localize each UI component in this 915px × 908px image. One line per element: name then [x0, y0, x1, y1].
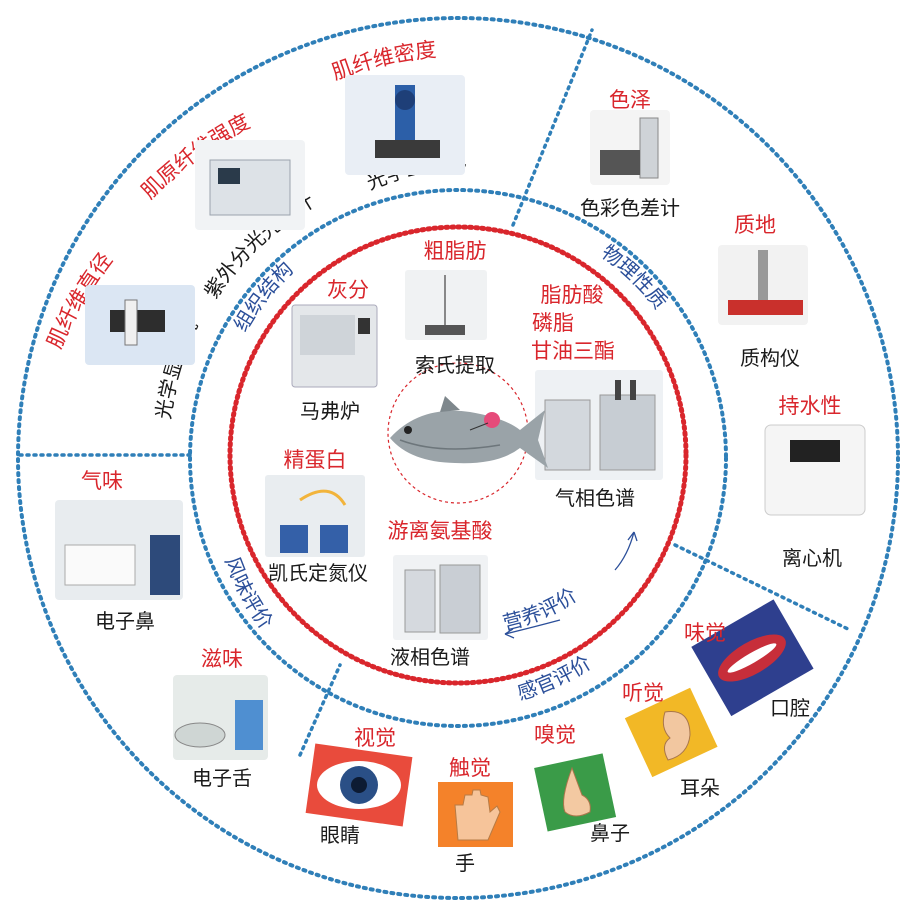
electronic-tongue-picture: [173, 675, 268, 760]
instrument-electronic-nose: 电子鼻: [95, 609, 155, 633]
instrument-texture-analyzer: 质构仪: [740, 346, 800, 370]
organ-hand: 手: [455, 851, 475, 875]
section-label-physical: 物理性质: [597, 240, 672, 314]
hand-icon: [438, 782, 513, 847]
centrifuge-picture: [764, 424, 866, 516]
organ-nose: 鼻子: [590, 821, 630, 845]
liquid-chromatograph-picture: [393, 555, 488, 640]
instrument-centrifuge: 离心机: [782, 546, 842, 570]
organ-ear: 耳朵: [680, 776, 720, 800]
label-gustation: 味觉: [684, 621, 726, 645]
instrument-gas-chromatograph: 气相色谱: [555, 486, 635, 510]
muffle-furnace-picture: [291, 304, 378, 388]
fish-icon: [390, 396, 548, 468]
outer-ring: [16, 16, 900, 900]
label-phospholipid: 磷脂: [532, 311, 574, 335]
texture-analyzer-picture: [718, 245, 808, 325]
section-dividers: [18, 28, 852, 757]
label-hearing: 听觉: [622, 681, 664, 705]
electronic-nose-picture: [55, 500, 183, 600]
gas-chromatograph-picture: [535, 370, 663, 480]
organ-mouth: 口腔: [770, 696, 810, 720]
microscope-picture-2: [85, 285, 195, 365]
instrument-muffle-furnace: 马弗炉: [300, 399, 360, 423]
label-vision: 视觉: [354, 726, 396, 750]
inner-ring: [227, 224, 689, 686]
section-label-nutrition: 营养评价: [500, 583, 581, 635]
label-crude-fat: 粗脂肪: [424, 239, 487, 263]
label-touch: 触觉: [449, 756, 491, 780]
label-texture: 质地: [734, 213, 776, 237]
eye-icon: [305, 743, 413, 827]
instrument-electronic-tongue: 电子舌: [192, 766, 252, 790]
organ-eye: 眼睛: [320, 823, 360, 847]
instrument-soxhlet: 索氏提取: [415, 353, 495, 377]
kjeldahl-picture: [265, 475, 365, 557]
label-fatty-acid: 脂肪酸: [541, 283, 604, 307]
instrument-kjeldahl: 凯氏定氮仪: [268, 561, 368, 585]
label-ash: 灰分: [327, 278, 369, 302]
middle-ring: [188, 188, 728, 728]
instrument-colorimeter: 色彩色差计: [580, 196, 680, 220]
colorimeter-picture: [590, 110, 670, 185]
soxhlet-picture: [405, 270, 487, 340]
label-triglyceride: 甘油三酯: [531, 339, 615, 363]
label-smell: 嗅觉: [534, 723, 576, 747]
section-label-sensory: 感官评价: [514, 650, 595, 704]
mouth-icon: [691, 599, 814, 717]
label-amino-acid: 游离氨基酸: [388, 519, 493, 543]
label-color: 色泽: [609, 88, 651, 112]
nose-icon: [534, 753, 617, 832]
ear-icon: [624, 687, 718, 778]
microscope-picture-1: [345, 75, 465, 175]
label-protein: 精蛋白: [284, 448, 347, 472]
label-water-holding: 持水性: [779, 394, 842, 418]
nutrition-arrows: [504, 531, 638, 639]
label-taste: 滋味: [201, 647, 243, 671]
label-odor: 气味: [81, 469, 123, 493]
instrument-liquid-chromatograph: 液相色谱: [390, 645, 470, 669]
uv-spectrophotometer-picture: [195, 140, 305, 230]
